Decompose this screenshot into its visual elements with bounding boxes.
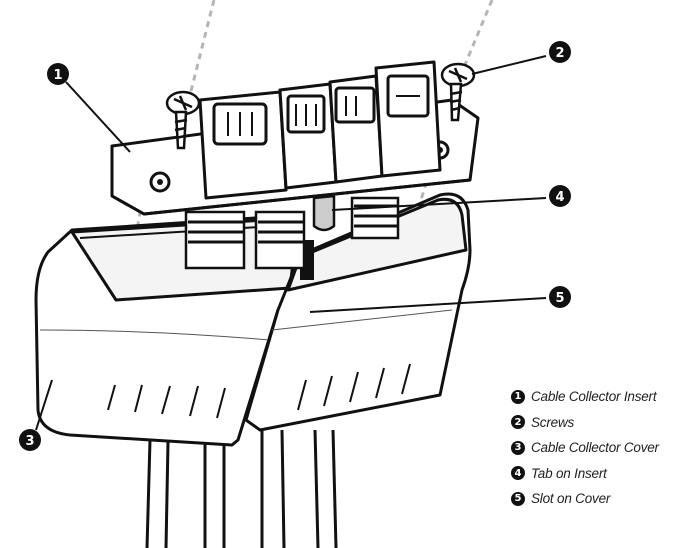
svg-text:4: 4 bbox=[555, 190, 564, 205]
legend-label: Slot on Cover bbox=[531, 491, 611, 507]
svg-text:1: 1 bbox=[53, 68, 62, 83]
callout-badge-5: 5 bbox=[549, 286, 571, 308]
legend-badge: 1 bbox=[511, 389, 525, 404]
svg-text:2: 2 bbox=[555, 46, 564, 61]
svg-text:5: 5 bbox=[555, 291, 564, 306]
legend-label: Screws bbox=[531, 414, 575, 430]
legend-badge: 3 bbox=[511, 440, 525, 455]
legend-item-1: 1 Cable Collector Insert bbox=[511, 384, 691, 410]
callout-badge-4: 4 bbox=[549, 185, 571, 207]
legend-badge: 5 bbox=[511, 491, 525, 506]
assembly-guide-lines bbox=[126, 0, 494, 283]
callout-leaders bbox=[35, 55, 547, 431]
callout-badge-3: 3 bbox=[19, 429, 41, 451]
callout-badge-1: 1 bbox=[47, 63, 69, 85]
callout-legend: 1 Cable Collector Insert 2 Screws 3 Cabl… bbox=[511, 384, 691, 512]
legend-label: Cable Collector Insert bbox=[531, 389, 657, 405]
cables bbox=[145, 429, 338, 548]
callout-badge-2: 2 bbox=[549, 41, 571, 63]
legend-item-2: 2 Screws bbox=[511, 410, 691, 436]
legend-label: Cable Collector Cover bbox=[531, 440, 659, 456]
insert-jacks bbox=[198, 60, 442, 200]
connector-plugs bbox=[184, 196, 400, 270]
svg-text:3: 3 bbox=[25, 434, 34, 449]
legend-badge: 2 bbox=[511, 415, 525, 430]
legend-item-3: 3 Cable Collector Cover bbox=[511, 435, 691, 461]
legend-label: Tab on Insert bbox=[531, 465, 607, 481]
legend-item-5: 5 Slot on Cover bbox=[511, 486, 691, 512]
legend-item-4: 4 Tab on Insert bbox=[511, 461, 691, 487]
screws bbox=[165, 62, 476, 150]
legend-badge: 4 bbox=[511, 466, 525, 481]
